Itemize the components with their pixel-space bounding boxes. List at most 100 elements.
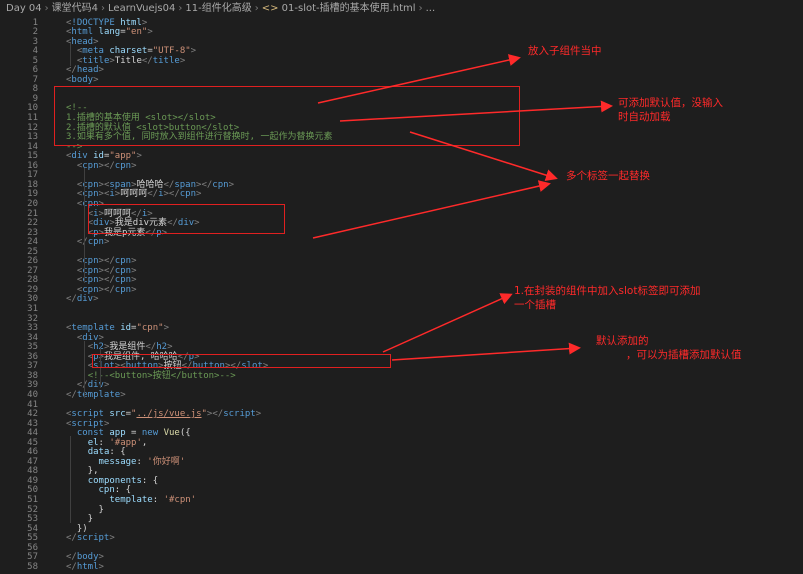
code-text[interactable]: <meta charset="UTF-8"> (76, 46, 197, 57)
code-text[interactable]: </script> (66, 533, 115, 544)
code-line[interactable]: 25 (0, 247, 803, 258)
code-line[interactable]: 1<!DOCTYPE html> (0, 17, 803, 29)
code-line[interactable]: 45 el: '#app', (0, 437, 803, 449)
breadcrumb-item[interactable]: 11-组件化高级 (185, 3, 252, 14)
breadcrumb-item[interactable]: Day 04 (6, 3, 42, 14)
code-text[interactable]: <script src="../js/vue.js"></script> (66, 409, 262, 420)
code-line[interactable]: 14--> (0, 141, 803, 153)
code-text[interactable]: } (66, 504, 104, 515)
code-line[interactable]: 54 }) (0, 523, 803, 535)
code-line[interactable]: 39 </div> (0, 381, 803, 391)
code-line[interactable]: 2<html lang="en"> (0, 27, 803, 38)
code-line[interactable]: 38 <!--<button>按钮</button>--> (0, 371, 803, 382)
code-line[interactable]: 46 data: { (0, 448, 803, 458)
code-text[interactable]: <template id="cpn"> (66, 323, 169, 334)
code-line[interactable]: 8 (0, 85, 803, 95)
code-line[interactable]: 5 <title>Title</title> (0, 55, 803, 67)
code-line[interactable]: 16 <cpn></cpn> (0, 160, 803, 172)
code-text[interactable]: <p>我是p元素</p> (87, 227, 168, 238)
code-line[interactable]: 56 (0, 543, 803, 554)
code-text[interactable]: const app = new Vue({ (76, 428, 191, 439)
code-text[interactable]: </head> (66, 65, 104, 76)
code-line[interactable]: 57</body> (0, 553, 803, 563)
code-text[interactable]: <body> (66, 74, 99, 85)
code-text[interactable]: <script> (66, 418, 110, 429)
code-text[interactable]: <head> (66, 36, 99, 47)
code-line[interactable]: 52 } (0, 504, 803, 516)
code-text[interactable]: }, (66, 466, 99, 477)
code-line[interactable]: 33<template id="cpn"> (0, 323, 803, 334)
code-text[interactable]: <cpn></cpn> (76, 284, 137, 295)
code-line[interactable]: 29 <cpn></cpn> (0, 284, 803, 296)
code-text[interactable]: <slot><button>按钮</button></slot> (87, 361, 269, 372)
code-line[interactable]: 34 <div> (0, 332, 803, 344)
code-text[interactable]: <!-- (66, 103, 88, 114)
code-line[interactable]: 44 const app = new Vue({ (0, 428, 803, 439)
code-line[interactable]: 10<!-- (0, 104, 803, 114)
code-text[interactable]: 1.插槽的基本使用 <slot></slot> (66, 113, 216, 123)
code-text[interactable]: <html lang="en"> (66, 27, 153, 38)
code-text[interactable]: </body> (66, 552, 104, 563)
code-line[interactable]: 3<head> (0, 36, 803, 48)
code-line[interactable]: 58</html> (0, 561, 803, 573)
code-text[interactable]: <cpn></cpn> (76, 265, 137, 276)
code-line[interactable]: 24 </cpn> (0, 237, 803, 248)
code-text[interactable]: <cpn></cpn> (76, 275, 137, 286)
code-line[interactable]: 15<div id="app"> (0, 151, 803, 162)
code-line[interactable]: 28 <cpn></cpn> (0, 276, 803, 286)
code-line[interactable]: 17 (0, 171, 803, 181)
code-text[interactable]: </template> (66, 389, 126, 400)
code-text[interactable]: el: '#app', (87, 437, 148, 448)
code-text[interactable]: </html> (66, 561, 104, 572)
code-line[interactable]: 50 cpn: { (0, 486, 803, 496)
code-text[interactable]: --> (66, 141, 83, 152)
breadcrumb-more[interactable]: ... (425, 3, 436, 14)
code-line[interactable]: 27 <cpn></cpn> (0, 265, 803, 277)
code-line[interactable]: 48 }, (0, 467, 803, 477)
code-line[interactable]: 22 <div>我是div元素</div> (0, 218, 803, 229)
code-text[interactable]: <title>Title</title> (76, 55, 186, 66)
code-text[interactable]: <cpn> (76, 198, 104, 209)
code-line[interactable]: 53 } (0, 515, 803, 525)
code-text[interactable]: template: '#cpn' (109, 495, 197, 505)
code-line[interactable]: 19 <cpn><i>呵呵呵</i></cpn> (0, 190, 803, 200)
code-line[interactable]: 20 <cpn> (0, 198, 803, 210)
code-text[interactable]: 3.如果有多个值, 同时放入到组件进行替换时, 一起作为替换元素 (66, 132, 333, 143)
code-line[interactable]: 43<script> (0, 418, 803, 430)
code-text[interactable]: </cpn> (76, 237, 110, 248)
code-text[interactable]: <cpn></cpn> (76, 256, 137, 267)
code-text[interactable]: 2.插槽的默认值 <slot>button</slot> (66, 122, 240, 133)
code-text[interactable]: <h2>我是组件</h2> (87, 342, 173, 353)
code-line[interactable]: 9 (0, 94, 803, 105)
code-line[interactable]: 23 <p>我是p元素</p> (0, 227, 803, 239)
code-text[interactable]: components: { (87, 475, 159, 486)
code-line[interactable]: 36 <p>我是组件, 哈哈哈</p> (0, 351, 803, 363)
code-text[interactable]: <div> (76, 332, 104, 343)
code-line[interactable]: 32 (0, 314, 803, 325)
code-line[interactable]: 55</script> (0, 533, 803, 544)
code-line[interactable]: 47 message: '你好啊' (0, 457, 803, 468)
code-line[interactable]: 26 <cpn></cpn> (0, 257, 803, 267)
code-text[interactable]: data: { (87, 447, 126, 458)
code-editor[interactable]: 1<!DOCTYPE html>2<html lang="en">3<head>… (0, 18, 803, 574)
code-text[interactable]: <!DOCTYPE html> (66, 17, 148, 28)
code-line[interactable]: 42<script src="../js/vue.js"></script> (0, 409, 803, 420)
code-text[interactable]: <p>我是组件, 哈哈哈</p> (87, 351, 200, 362)
code-line[interactable]: 7<body> (0, 74, 803, 86)
code-text[interactable]: <div>我是div元素</div> (87, 218, 200, 229)
code-line[interactable]: 31 (0, 304, 803, 315)
code-line[interactable]: 4 <meta charset="UTF-8"> (0, 46, 803, 57)
code-text[interactable]: <div id="app"> (66, 151, 142, 162)
code-text[interactable]: <cpn></cpn> (76, 160, 137, 171)
code-text[interactable]: <cpn><span>哈哈哈</span></cpn> (76, 179, 234, 190)
code-text[interactable]: }) (66, 523, 88, 534)
code-line[interactable]: 40</template> (0, 389, 803, 401)
code-line[interactable]: 41 (0, 400, 803, 411)
code-line[interactable]: 18 <cpn><span>哈哈哈</span></cpn> (0, 179, 803, 191)
code-line[interactable]: 6</head> (0, 66, 803, 76)
code-text[interactable]: </div> (66, 294, 99, 305)
code-text[interactable]: <i>呵呵呵</i> (87, 208, 153, 219)
